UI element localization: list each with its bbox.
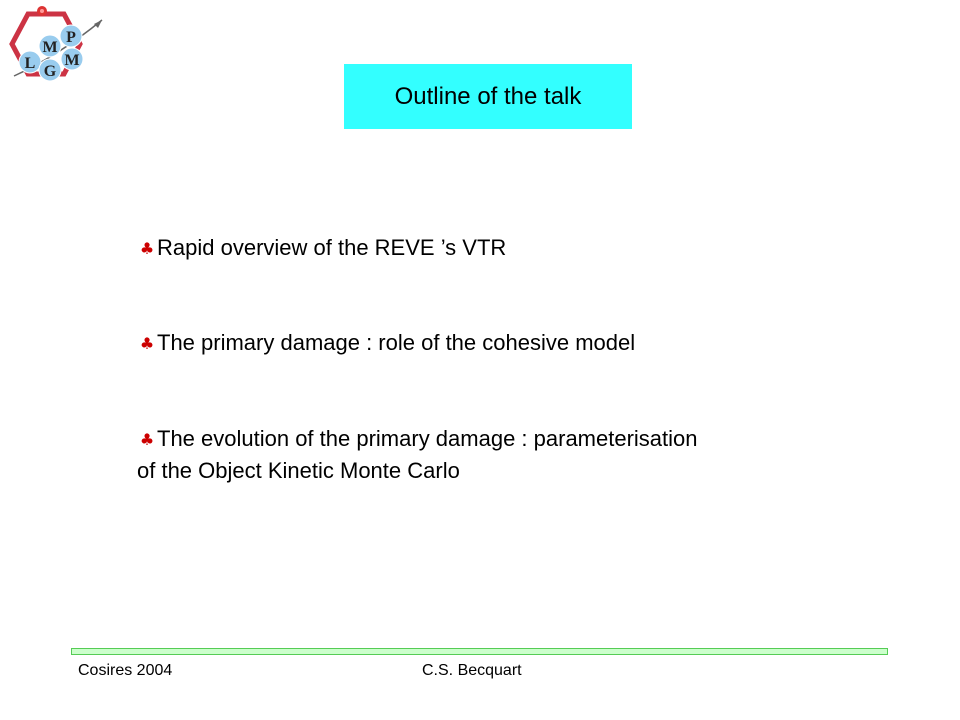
bullet-text: Rapid overview of the REVE ’s VTR <box>157 235 507 260</box>
footer-conference: Cosires 2004 <box>78 662 173 679</box>
bullet-text: The evolution of the primary damage : pa… <box>157 426 698 451</box>
slide-title: Outline of the talk <box>394 82 582 110</box>
club-bullet-icon: ♣ <box>139 239 155 258</box>
bullet-item: ♣Rapid overview of the REVE ’s VTR <box>137 232 506 264</box>
slide-title-box: Outline of the talk <box>344 64 632 129</box>
footer-author: C.S. Becquart <box>422 662 522 679</box>
bullet-item: ♣The primary damage : role of the cohesi… <box>137 327 635 359</box>
bullet-text-continuation: of the Object Kinetic Monte Carlo <box>137 458 460 483</box>
logo-letter-m-2: M <box>64 52 79 69</box>
logo-letter-p: P <box>66 29 76 46</box>
logo-letter-g: G <box>44 63 57 80</box>
bullet-item: ♣The evolution of the primary damage : p… <box>137 423 698 486</box>
lmgpm-logo: P M M L G <box>4 4 108 92</box>
logo-letter-m: M <box>42 39 57 56</box>
footer-divider <box>71 648 888 655</box>
club-bullet-icon: ♣ <box>139 430 155 449</box>
club-bullet-icon: ♣ <box>139 334 155 353</box>
bullet-text: The primary damage : role of the cohesiv… <box>157 330 636 355</box>
logo-letter-l: L <box>25 55 36 72</box>
